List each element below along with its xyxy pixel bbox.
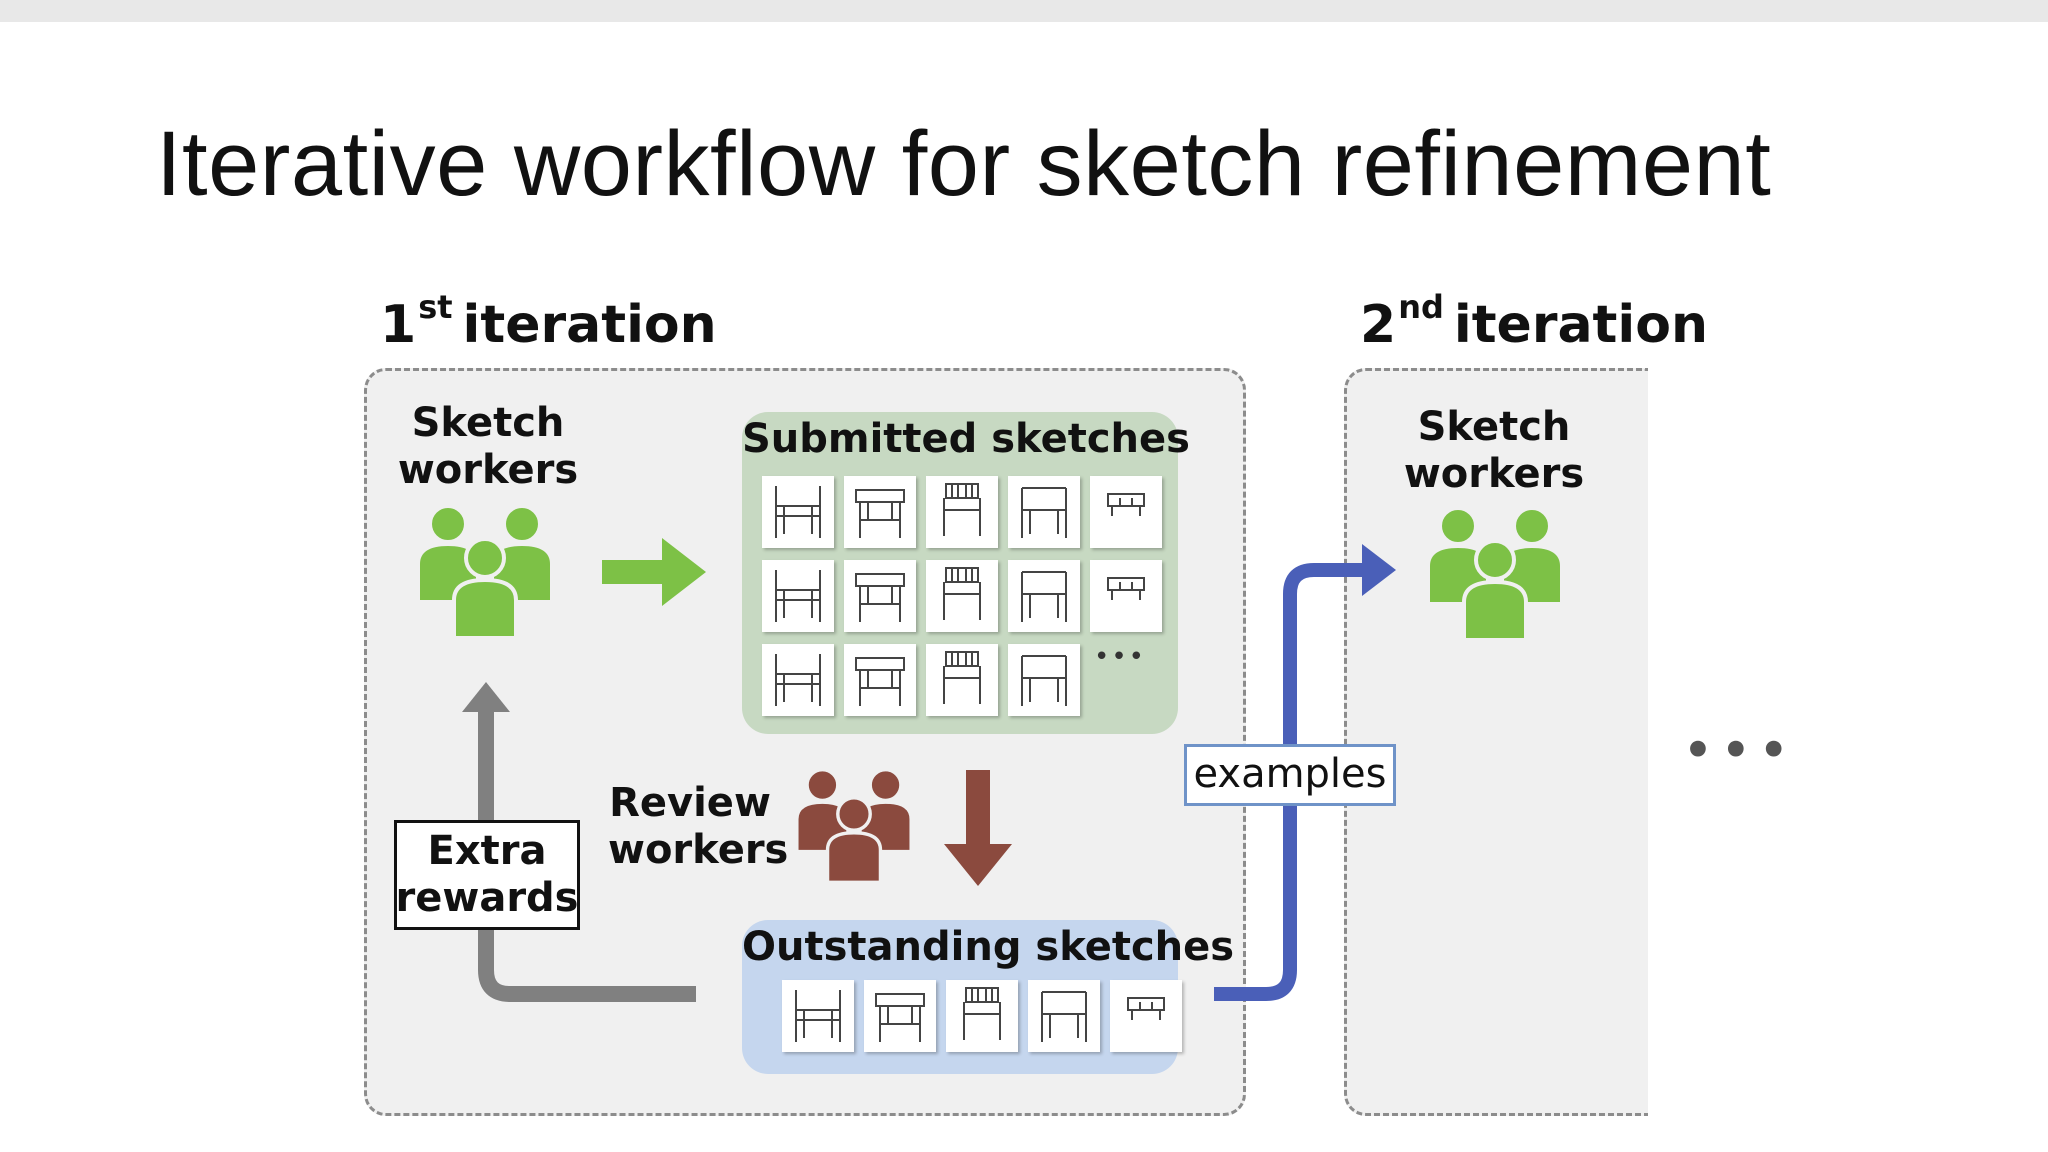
outstanding-sketch-thumbnail <box>782 980 854 1052</box>
iteration-2-suffix: nd <box>1398 288 1444 326</box>
sketch-thumbnail-icon <box>875 993 925 1042</box>
iteration-2-panel <box>1344 368 1648 1116</box>
review-workers-line-1: Review <box>609 780 771 826</box>
sketch-thumbnail-icon <box>1127 997 1165 1020</box>
sketch-thumbnail-icon <box>1021 571 1067 622</box>
sketch-workers-2-line-2: workers <box>1403 451 1585 498</box>
iteration-1-word: iteration <box>462 295 717 355</box>
sketch-thumbnail-icon <box>1041 991 1087 1042</box>
sketch-thumbnail-icon <box>1107 577 1145 600</box>
continuation-dots: ••• <box>1682 719 1796 782</box>
people-group-icon <box>416 504 554 640</box>
sketch-thumbnail-icon <box>1021 655 1067 706</box>
outstanding-sketch-thumbnail <box>946 980 1018 1052</box>
sketch-thumbnail-icon <box>775 654 821 706</box>
outstanding-sketches-title: Outstanding sketches <box>742 924 1235 970</box>
submitted-sketch-thumbnail <box>762 644 834 716</box>
examples-label: examples <box>1184 744 1396 806</box>
sketch-workers-2-label: Sketch workers <box>1394 404 1594 498</box>
submitted-sketch-thumbnail <box>926 476 998 548</box>
people-group-icon <box>795 767 913 885</box>
sketch-thumbnail-icon <box>855 657 905 706</box>
sketch-workers-line-2: workers <box>397 447 579 494</box>
submitted-sketch-thumbnail <box>1008 560 1080 632</box>
sketch-thumbnail-icon <box>943 651 981 704</box>
sketch-thumbnail-icon <box>855 489 905 538</box>
arrow-down-icon <box>944 770 1012 886</box>
people-group-icon <box>1426 506 1564 642</box>
outstanding-sketches-box: Outstanding sketches <box>742 920 1235 1074</box>
sketch-thumbnail-icon <box>1021 487 1067 538</box>
review-workers-line-2: workers <box>608 827 789 874</box>
review-workers-label: Review workers <box>608 780 789 874</box>
submitted-sketch-thumbnail <box>762 476 834 548</box>
slide-title: Iterative workflow for sketch refinement <box>156 113 1772 215</box>
more-sketches-dots: ••• <box>1093 642 1146 672</box>
arrow-right-icon <box>602 538 706 606</box>
sketch-thumbnail-icon <box>1107 493 1145 516</box>
outstanding-sketches-grid <box>782 980 1182 1052</box>
sketch-thumbnail-icon <box>855 573 905 622</box>
outstanding-sketch-thumbnail <box>864 980 936 1052</box>
submitted-sketch-thumbnail <box>1090 560 1162 632</box>
outstanding-sketch-thumbnail <box>1028 980 1100 1052</box>
sketch-thumbnail-icon <box>795 990 841 1042</box>
submitted-sketch-thumbnail <box>844 560 916 632</box>
extra-rewards-label: Extra rewards <box>394 820 580 930</box>
outstanding-sketch-thumbnail <box>1110 980 1182 1052</box>
sketch-thumbnail-icon <box>963 987 1001 1040</box>
sketch-thumbnail-icon <box>943 567 981 620</box>
iteration-2-number: 2 <box>1360 295 1397 355</box>
submitted-sketch-thumbnail <box>844 644 916 716</box>
top-band <box>0 0 2048 22</box>
submitted-sketch-thumbnail <box>762 560 834 632</box>
iteration-1-suffix: st <box>418 288 453 326</box>
submitted-sketch-thumbnail <box>1008 644 1080 716</box>
sketch-thumbnail-icon <box>775 570 821 622</box>
submitted-sketch-thumbnail <box>844 476 916 548</box>
iteration-1-number: 1 <box>380 295 417 355</box>
sketch-thumbnail-icon <box>775 486 821 538</box>
extra-rewards-line-1: Extra <box>427 827 547 874</box>
submitted-sketch-thumbnail <box>1008 476 1080 548</box>
extra-rewards-line-2: rewards <box>395 875 579 921</box>
sketch-thumbnail-icon <box>943 483 981 536</box>
submitted-sketches-box: Submitted sketches ••• <box>742 412 1190 734</box>
sketch-workers-2-line-1: Sketch <box>1417 404 1571 450</box>
submitted-sketches-grid <box>762 476 1162 716</box>
sketch-workers-label: Sketch workers <box>388 400 588 494</box>
iteration-2-word: iteration <box>1453 295 1708 355</box>
submitted-sketches-title: Submitted sketches <box>742 416 1190 462</box>
submitted-sketch-thumbnail <box>1090 476 1162 548</box>
sketch-workers-line-1: Sketch <box>411 400 565 446</box>
submitted-sketch-thumbnail <box>926 560 998 632</box>
submitted-sketch-thumbnail <box>926 644 998 716</box>
